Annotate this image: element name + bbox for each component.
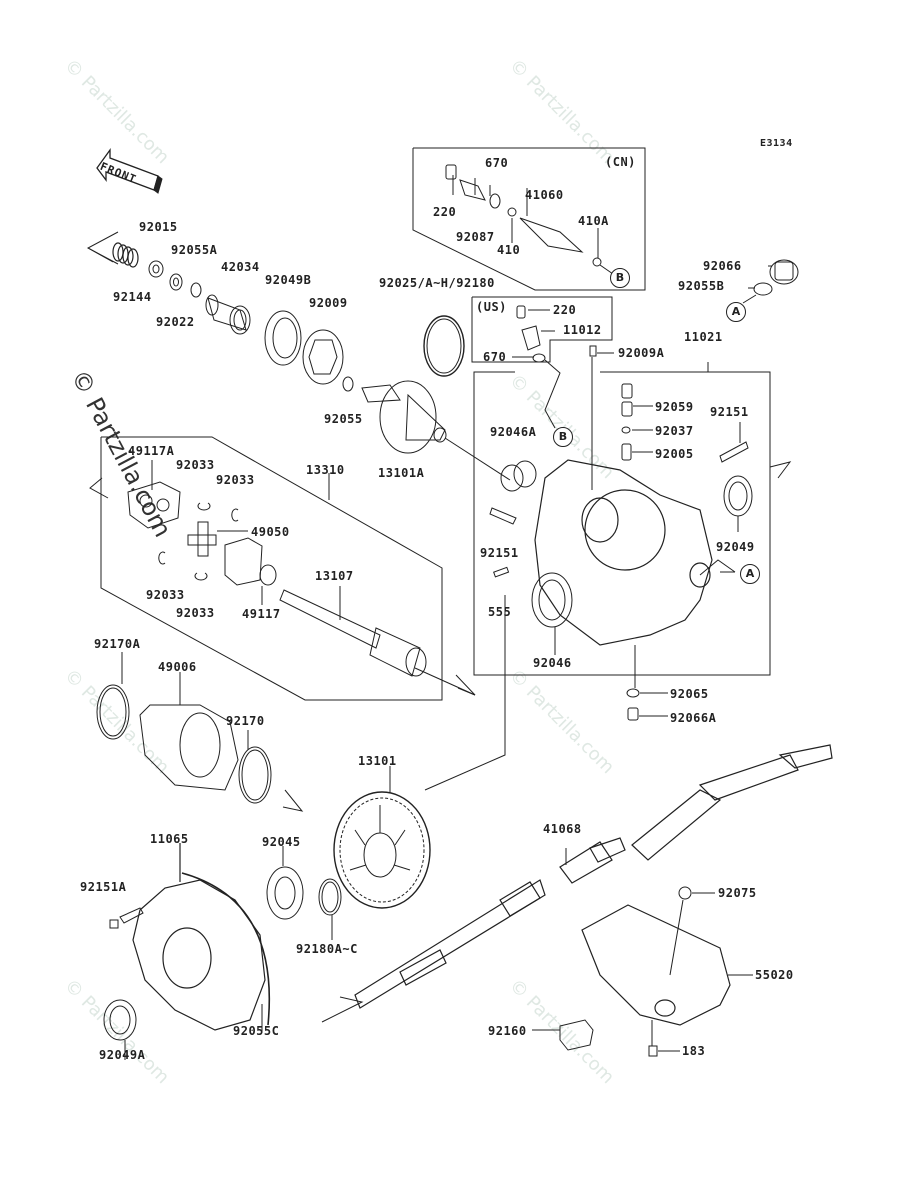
part-label[interactable]: 92055B [678, 279, 725, 293]
part-label[interactable]: 220 [433, 205, 457, 219]
housing-group-box [473, 371, 771, 676]
part-label[interactable]: 41060 [525, 188, 564, 202]
ref-marker-b: B [553, 427, 573, 447]
part-label[interactable]: 49117 [242, 607, 281, 621]
part-label[interactable]: 92033 [176, 606, 215, 620]
part-label[interactable]: 92087 [456, 230, 495, 244]
part-label[interactable]: 92015 [139, 220, 178, 234]
part-label[interactable]: 92009 [309, 296, 348, 310]
front-arrow [96, 147, 163, 194]
skid-plate-55020 [581, 904, 731, 1026]
part-label[interactable]: 92046 [533, 656, 572, 670]
part-label[interactable]: 92033 [176, 458, 215, 472]
part-label[interactable]: 92151 [710, 405, 749, 419]
part-label[interactable]: 92049A [99, 1048, 146, 1062]
part-label[interactable]: 92049B [265, 273, 312, 287]
cn-box [412, 147, 646, 291]
part-label[interactable]: 92022 [156, 315, 195, 329]
diagram-code: E3134 [760, 138, 793, 149]
driveshaft-group-box [100, 436, 443, 701]
part-label[interactable]: 183 [682, 1044, 706, 1058]
bearing-92046A [500, 460, 537, 492]
part-label[interactable]: 92025/A~H/92180 [379, 276, 495, 290]
part-label[interactable]: 92144 [113, 290, 152, 304]
part-label[interactable]: 92046A [490, 425, 537, 439]
part-label[interactable]: 92033 [146, 588, 185, 602]
part-label[interactable]: 92170A [94, 637, 141, 651]
part-label[interactable]: 410 [497, 243, 521, 257]
ref-marker-a: A [726, 302, 746, 322]
part-label[interactable]: 92066 [703, 259, 742, 273]
part-label[interactable]: 670 [483, 350, 507, 364]
part-label[interactable]: 92059 [655, 400, 694, 414]
part-label[interactable]: 92049 [716, 540, 755, 554]
part-label[interactable]: 11021 [684, 330, 723, 344]
part-label[interactable]: 41068 [543, 822, 582, 836]
part-label[interactable]: 13310 [306, 463, 345, 477]
part-label[interactable]: 13101 [358, 754, 397, 768]
boot-49006 [139, 672, 239, 791]
part-label[interactable]: 92180A~C [296, 942, 358, 956]
shaft-41068 [354, 744, 833, 1009]
ujoint-cross-49050 [187, 521, 217, 557]
part-label[interactable]: 92009A [618, 346, 665, 360]
cover-11065 [132, 843, 266, 1031]
housing-11021 [534, 459, 713, 646]
part-label[interactable]: 13107 [315, 569, 354, 583]
part-label[interactable]: 92075 [718, 886, 757, 900]
part-label[interactable]: 92005 [655, 447, 694, 461]
part-label[interactable]: 410A [578, 214, 609, 228]
shaft-13107 [279, 586, 476, 696]
plug-92066 [769, 259, 799, 285]
part-label[interactable]: 11065 [150, 832, 189, 846]
ref-marker-a: A [740, 564, 760, 584]
part-label[interactable]: 92055A [171, 243, 218, 257]
part-label[interactable]: 13101A [378, 466, 425, 480]
part-label[interactable]: 555 [488, 605, 512, 619]
part-label[interactable]: 92151A [80, 880, 127, 894]
part-label[interactable]: 92055 [324, 412, 363, 426]
part-label[interactable]: 92045 [262, 835, 301, 849]
region-label-cn: (CN) [605, 155, 636, 169]
part-label[interactable]: 220 [553, 303, 577, 317]
ring-gear-13101 [333, 766, 431, 909]
part-label[interactable]: 55020 [755, 968, 794, 982]
pinion-13101A [361, 380, 511, 481]
part-label[interactable]: 49006 [158, 660, 197, 674]
coupler-42034 [205, 294, 251, 335]
part-label[interactable]: 92170 [226, 714, 265, 728]
part-label[interactable]: 92055C [233, 1024, 280, 1038]
part-label[interactable]: 92065 [670, 687, 709, 701]
part-label[interactable]: 49050 [251, 525, 290, 539]
part-label[interactable]: 92066A [670, 711, 717, 725]
part-label[interactable]: 92033 [216, 473, 255, 487]
part-label[interactable]: 92037 [655, 424, 694, 438]
part-label[interactable]: 49117A [128, 444, 175, 458]
bearing-92046 [531, 572, 573, 628]
part-label[interactable]: 42034 [221, 260, 260, 274]
ref-marker-b: B [610, 268, 630, 288]
part-label[interactable]: 92160 [488, 1024, 527, 1038]
part-label[interactable]: 670 [485, 156, 509, 170]
region-label-us: (US) [476, 300, 507, 314]
part-label[interactable]: 11012 [563, 323, 602, 337]
us-box [471, 296, 613, 363]
spring-92144 [112, 242, 139, 268]
part-label[interactable]: 92151 [480, 546, 519, 560]
